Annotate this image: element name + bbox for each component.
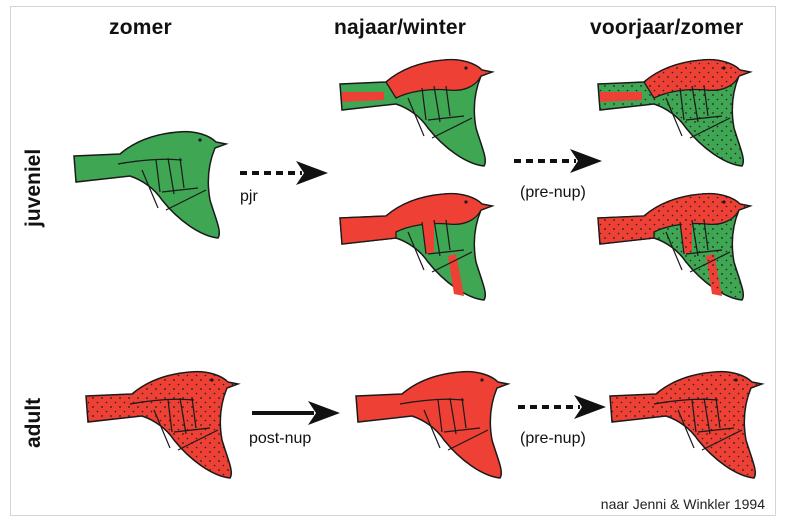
figure-frame: [10, 6, 776, 516]
bird-juvenile-summer: [73, 130, 229, 239]
row-label-juvenile: juveniel: [22, 148, 45, 227]
bird-juvenile-spring-b: [597, 192, 753, 301]
dashed-arrow-juvenile-1: [240, 161, 328, 185]
bird-adult-spring: [609, 370, 765, 479]
bird-juvenile-winter-a: [339, 58, 495, 167]
dashed-arrow-juvenile-2: [514, 149, 602, 173]
bird-juvenile-spring-a: [597, 58, 753, 167]
arrow-label-pjr: pjr: [240, 188, 258, 205]
column-header-summer: zomer: [109, 16, 172, 39]
row-label-adult: adult: [22, 397, 45, 448]
bird-adult-winter: [355, 370, 511, 479]
arrow-label-pre-nup-adult: (pre-nup): [520, 430, 586, 447]
dashed-arrow-adult: [518, 395, 606, 419]
arrow-label-post-nup: post-nup: [249, 430, 312, 447]
solid-arrow-adult: [252, 401, 340, 425]
bird-adult-summer: [85, 370, 241, 479]
column-header-spring-summer: voorjaar/zomer: [590, 16, 744, 39]
bird-juvenile-winter-b: [339, 192, 495, 301]
arrow-label-pre-nup-juvenile: (pre-nup): [520, 184, 586, 201]
column-header-autumn-winter: najaar/winter: [334, 16, 467, 39]
source-credit: naar Jenni & Winkler 1994: [600, 496, 765, 512]
